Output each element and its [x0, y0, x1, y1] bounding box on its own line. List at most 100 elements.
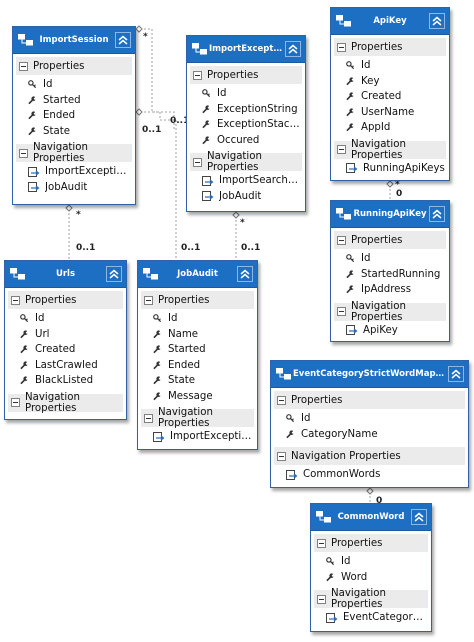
navigation-property-item[interactable]: ImportExceptions [141, 429, 254, 445]
properties-header[interactable]: Properties [141, 291, 254, 309]
wrench-icon [346, 108, 354, 116]
navigation-property-item[interactable]: CommonWords [274, 467, 465, 483]
property-item[interactable]: Message [141, 389, 254, 405]
entity-header[interactable]: RunningApiKey [331, 201, 449, 228]
collapse-chevron-icon[interactable] [106, 266, 122, 282]
entity-header[interactable]: ImportSession [13, 27, 135, 54]
collapse-toggle-icon[interactable] [337, 235, 346, 245]
property-name: Occured [217, 134, 260, 146]
property-item[interactable]: Id [16, 77, 132, 93]
properties-header[interactable]: Properties [334, 38, 446, 56]
collapse-chevron-icon[interactable] [411, 509, 427, 525]
property-item[interactable]: StartedRunning [334, 267, 446, 283]
property-item[interactable]: AppId [334, 120, 446, 136]
collapse-chevron-icon[interactable] [429, 13, 445, 29]
entity-header[interactable]: EventCategoryStrictWordMapping [271, 361, 468, 388]
property-item[interactable]: Started [16, 93, 132, 109]
property-item[interactable]: ExceptionStackT… [190, 117, 302, 133]
navigation-property-item[interactable]: ImportSearchTer… [190, 173, 302, 189]
navigation-properties-header[interactable]: Navigation Properties [334, 139, 446, 161]
property-item[interactable]: Id [8, 311, 123, 327]
navigation-property-item[interactable]: JobAudit [190, 189, 302, 205]
property-item[interactable]: State [16, 124, 132, 140]
property-item[interactable]: LastCrawled [8, 358, 123, 374]
navigation-properties-header[interactable]: Navigation Properties [190, 151, 302, 173]
collapse-toggle-icon[interactable] [277, 395, 286, 405]
collapse-toggle-icon[interactable] [337, 307, 346, 316]
property-item[interactable]: Id [314, 554, 428, 570]
property-item[interactable]: Key [334, 74, 446, 90]
properties-header[interactable]: Properties [8, 291, 123, 309]
entity-header[interactable]: Urls [5, 261, 126, 288]
property-item[interactable]: Word [314, 570, 428, 586]
properties-header[interactable]: Properties [314, 534, 428, 552]
navigation-properties-header[interactable]: Navigation Properties [314, 588, 428, 610]
collapse-toggle-icon[interactable] [144, 295, 153, 305]
property-item[interactable]: CategoryName [274, 427, 465, 443]
properties-header[interactable]: Properties [190, 66, 302, 84]
entity-header[interactable]: ImportExcepti… [187, 36, 305, 63]
navigation-property-item[interactable]: RunningApiKeys [334, 161, 446, 177]
collapse-toggle-icon[interactable] [19, 148, 28, 158]
property-item[interactable]: State [141, 373, 254, 389]
navigation-property-item[interactable]: JobAudit [16, 180, 132, 196]
property-item[interactable]: Created [8, 342, 123, 358]
property-item[interactable]: Ended [16, 108, 132, 124]
navigation-properties-header[interactable]: Navigation Properties [141, 407, 254, 429]
properties-header[interactable]: Properties [334, 231, 446, 249]
property-item[interactable]: Id [334, 251, 446, 267]
property-item[interactable]: Id [334, 58, 446, 74]
property-item[interactable]: Occured [190, 133, 302, 149]
property-item[interactable]: IpAddress [334, 282, 446, 298]
collapse-toggle-icon[interactable] [193, 157, 202, 167]
property-item[interactable]: UserName [334, 105, 446, 121]
property-item[interactable]: BlackListed [8, 373, 123, 389]
collapse-chevron-icon[interactable] [429, 206, 445, 222]
collapse-toggle-icon[interactable] [317, 594, 326, 604]
collapse-toggle-icon[interactable] [337, 42, 346, 52]
navigation-property-item[interactable]: EventCategorySt… [314, 610, 428, 626]
property-item[interactable]: Created [334, 89, 446, 105]
collapse-toggle-icon[interactable] [337, 145, 346, 154]
navigation-properties-header[interactable]: Navigation Properties [8, 392, 123, 414]
navigation-properties-header[interactable]: Navigation Properties [274, 447, 465, 465]
collapse-chevron-icon[interactable] [285, 41, 301, 57]
entity-header[interactable]: JobAudit [138, 261, 257, 288]
collapse-toggle-icon[interactable] [11, 295, 20, 305]
collapse-toggle-icon[interactable] [19, 61, 28, 71]
navigation-property-item[interactable]: ApiKey [334, 323, 446, 339]
collapse-chevron-icon[interactable] [237, 266, 253, 282]
property-item[interactable]: Started [141, 342, 254, 358]
section-label: Properties [25, 294, 77, 306]
properties-header[interactable]: Properties [16, 57, 132, 75]
collapse-toggle-icon[interactable] [277, 451, 286, 461]
entity-header[interactable]: ApiKey [331, 8, 449, 35]
collapse-toggle-icon[interactable] [11, 398, 20, 407]
property-item[interactable]: Name [141, 327, 254, 343]
property-item[interactable]: ExceptionString [190, 102, 302, 118]
property-item[interactable]: Url [8, 327, 123, 343]
collapse-chevron-icon[interactable] [448, 366, 464, 382]
property-item[interactable]: Id [190, 86, 302, 102]
properties-header[interactable]: Properties [274, 391, 465, 409]
collapse-toggle-icon[interactable] [144, 413, 153, 423]
property-item[interactable]: Id [141, 311, 254, 327]
navigation-properties-header[interactable]: Navigation Properties [16, 142, 132, 164]
collapse-chevron-icon[interactable] [115, 32, 131, 48]
collapse-toggle-icon[interactable] [193, 70, 202, 80]
entity-header[interactable]: CommonWord [311, 504, 431, 531]
property-item[interactable]: Id [274, 411, 465, 427]
navigation-properties-header[interactable]: Navigation Properties [334, 301, 446, 323]
collapse-toggle-icon[interactable] [317, 538, 326, 548]
navigation-property-item[interactable]: ImportExceptions [16, 164, 132, 180]
property-item[interactable]: Ended [141, 358, 254, 374]
